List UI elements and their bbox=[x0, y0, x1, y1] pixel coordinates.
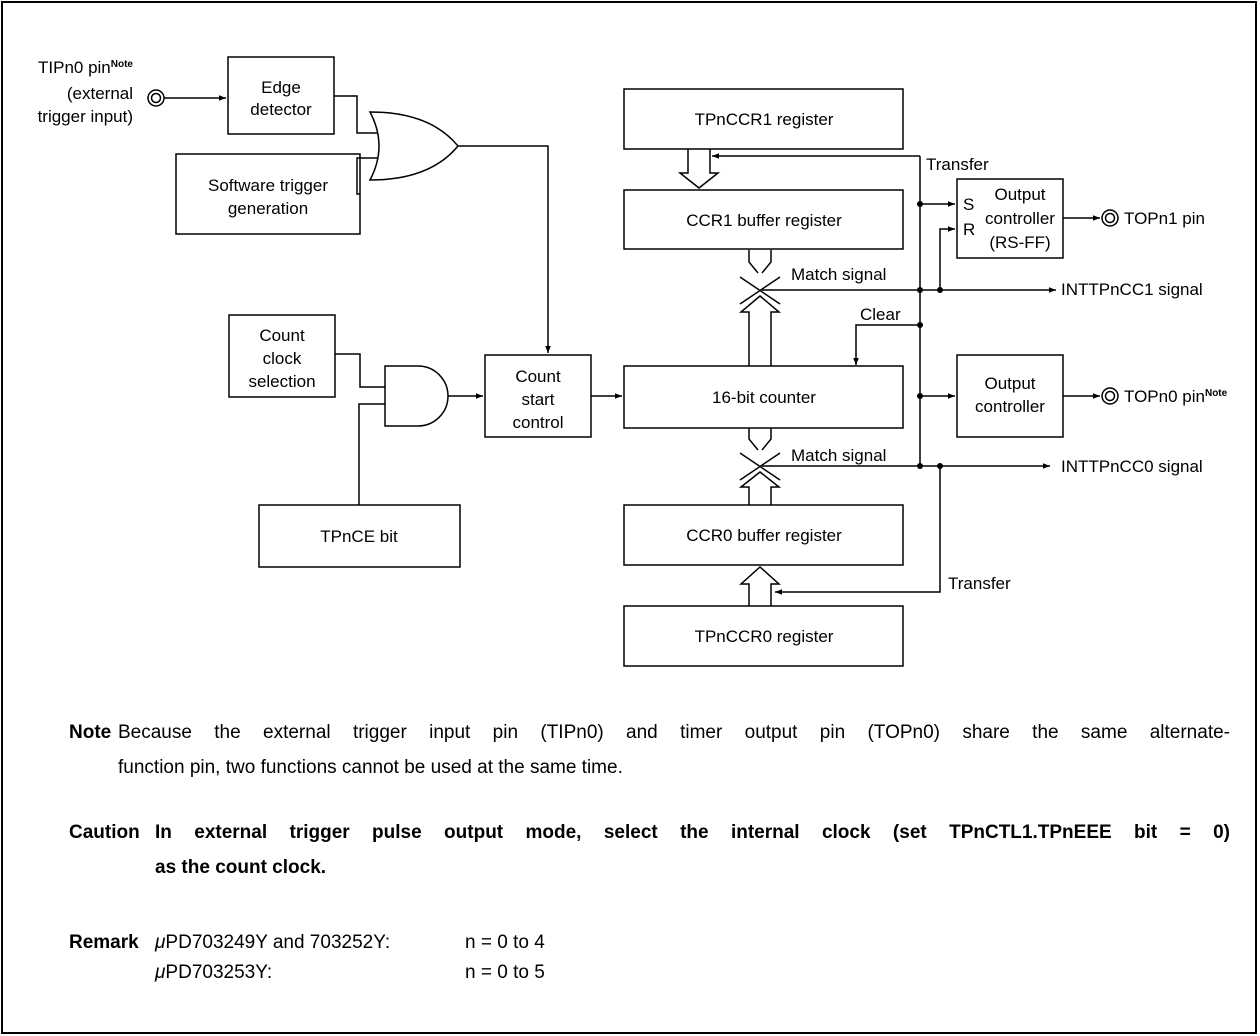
count-start-control-label: control bbox=[512, 413, 563, 432]
ccr0-buffer-register-label: CCR0 buffer register bbox=[686, 526, 842, 545]
topn0-pin-label: TOPn0 pinNote bbox=[1124, 387, 1228, 406]
count-clock-selection-label: clock bbox=[263, 349, 302, 368]
tpnccr1-register-block bbox=[623, 88, 904, 150]
output-controller-label: Output bbox=[984, 374, 1035, 393]
ccr1-buffer-register-block bbox=[623, 189, 904, 250]
rsff-r-label: R bbox=[963, 220, 975, 239]
topn1-pin-icon bbox=[1101, 209, 1119, 227]
software-trigger-label: generation bbox=[228, 199, 308, 218]
inttpncc1-signal-label: INTTPnCC1 signal bbox=[1061, 280, 1203, 299]
note-text: function pin, two functions cannot be us… bbox=[118, 757, 623, 778]
junction-dots bbox=[917, 201, 943, 469]
bus-arrow-up-icon bbox=[738, 295, 782, 366]
and-gate-icon bbox=[384, 365, 449, 427]
output-controller-rsff-label: (RS-FF) bbox=[989, 233, 1050, 252]
tipn0-pin-label: (external bbox=[67, 84, 133, 103]
transfer-bottom-label: Transfer bbox=[948, 574, 1011, 593]
transfer-top-label: Transfer bbox=[926, 155, 989, 174]
edge-detector-label: Edge bbox=[261, 78, 301, 97]
match-signal-bottom-label: Match signal bbox=[791, 446, 886, 465]
bus-arrow-down-icon bbox=[677, 149, 721, 189]
bus-arrow-up-icon bbox=[738, 471, 782, 505]
count-clock-selection-label: selection bbox=[248, 372, 315, 391]
count-clock-selection-label: Count bbox=[259, 326, 305, 345]
tipn0-pin-label: TIPn0 pinNote bbox=[38, 58, 133, 77]
caution-text: In external trigger pulse output mode, s… bbox=[155, 822, 1230, 843]
tipn0-pin-label: trigger input) bbox=[38, 107, 133, 126]
or-gate-icon bbox=[368, 111, 459, 181]
remark-device: μPD703249Y and 703252Y: bbox=[155, 932, 391, 953]
remark-range: n = 0 to 5 bbox=[465, 962, 545, 983]
match-signal-top-label: Match signal bbox=[791, 265, 886, 284]
output-controller-block bbox=[956, 354, 1064, 438]
remark-label: Remark bbox=[69, 932, 139, 953]
edge-detector-label: detector bbox=[250, 100, 312, 119]
count-start-control-label: Count bbox=[515, 367, 561, 386]
remark-device: μPD703253Y: bbox=[155, 962, 273, 983]
remark-range: n = 0 to 4 bbox=[465, 932, 545, 953]
tpnccr1-register-label: TPnCCR1 register bbox=[695, 110, 834, 129]
counter-16bit-block bbox=[623, 365, 904, 429]
tpnce-bit-label: TPnCE bit bbox=[320, 527, 398, 546]
rsff-s-label: S bbox=[963, 195, 974, 214]
topn0-pin-icon bbox=[1101, 387, 1119, 405]
ccr1-buffer-register-label: CCR1 buffer register bbox=[686, 211, 842, 230]
count-start-control-label: start bbox=[521, 390, 554, 409]
inttpncc0-signal-label: INTTPnCC0 signal bbox=[1061, 457, 1203, 476]
note-text: Because the external trigger input pin (… bbox=[118, 722, 1230, 743]
output-controller-label: controller bbox=[975, 397, 1045, 416]
block-diagram: TIPn0 pinNote (external trigger input) E… bbox=[38, 56, 1228, 667]
topn1-pin-label: TOPn1 pin bbox=[1124, 209, 1205, 228]
bus-arrow-up-icon bbox=[739, 565, 781, 606]
tpnccr0-register-block bbox=[623, 605, 904, 667]
clear-label: Clear bbox=[860, 305, 901, 324]
tpnccr0-register-label: TPnCCR0 register bbox=[695, 627, 834, 646]
note-label: Note bbox=[69, 722, 112, 743]
caution-text: as the count clock. bbox=[155, 857, 327, 878]
output-controller-rsff-label: controller bbox=[985, 209, 1055, 228]
ccr0-buffer-register-block bbox=[623, 504, 904, 566]
tipn0-pin-icon bbox=[147, 89, 165, 107]
caution-label: Caution bbox=[69, 822, 140, 843]
output-controller-rsff-label: Output bbox=[994, 185, 1045, 204]
counter-16bit-label: 16-bit counter bbox=[712, 388, 816, 407]
count-clock-selection-block bbox=[228, 314, 336, 398]
software-trigger-label: Software trigger bbox=[208, 176, 328, 195]
